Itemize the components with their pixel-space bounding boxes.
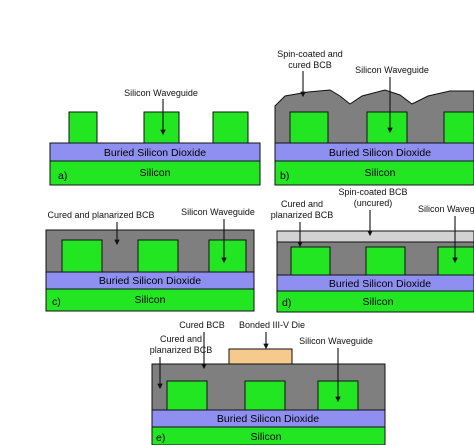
waveguide [208,239,247,273]
silicon-substrate [151,426,386,445]
uncured-bcb-layer [276,230,474,243]
waveguide [137,239,179,273]
die-callout: Bonded III-V Die [239,320,305,330]
bcb-callout-line2: planarized BCB [271,210,334,220]
bcb-callout-line2: cured BCB [288,60,332,70]
panel-tag: d) [282,297,291,309]
panel-d: Buried Silicon Dioxide Silicon d) Cured … [271,187,474,313]
silicon-substrate [49,160,261,186]
panel-b: Buried Silicon Dioxide Silicon b) Spin-c… [274,49,474,186]
uncured-callout-line2: (uncured) [354,198,393,208]
waveguide [443,111,474,144]
panel-e: Buried Silicon Dioxide Silicon e) Cured … [150,320,386,445]
panel-tag: a) [58,170,67,182]
panel-tag: e) [156,432,165,444]
silicon-label: Silicon [363,296,394,308]
silicon-label: Silicon [135,294,166,306]
silicon-label: Silicon [251,431,282,443]
bonded-die [228,348,293,365]
waveguide [212,111,249,144]
silicon-substrate [276,290,474,313]
waveguide [68,111,98,144]
waveguide-callout: Silicon Waveguide [181,207,255,217]
waveguide [289,111,329,144]
silicon-label: Silicon [365,167,396,179]
bcb-callout-line1: Cured and [160,334,202,344]
waveguide-callout: Silicon Waveguide [418,204,474,214]
bcb-callout-line1: Spin-coated and [277,49,343,59]
silicon-substrate [45,288,255,312]
panel-a: Buried Silicon Dioxide Silicon a) Silico… [49,88,261,186]
oxide-label: Buried Silicon Dioxide [104,147,206,159]
oxide-label: Buried Silicon Dioxide [329,147,431,159]
silicon-label: Silicon [140,167,171,179]
waveguide-callout: Silicon Waveguide [355,65,429,75]
waveguide [61,239,103,273]
panel-c: Buried Silicon Dioxide Silicon c) Cured … [45,207,255,312]
oxide-label: Buried Silicon Dioxide [329,278,431,290]
waveguide [437,246,474,276]
waveguide [366,111,408,144]
waveguide [166,380,208,411]
panel-tag: b) [280,170,289,182]
bcb-callout-line2: planarized BCB [150,345,213,355]
waveguide [365,246,406,276]
waveguide-callout: Silicon Waveguide [299,336,373,346]
uncured-callout-line1: Spin-coated BCB [338,187,407,197]
waveguide [244,380,286,411]
panel-tag: c) [52,296,61,308]
waveguide [143,111,180,144]
bcb-callout-line1: Cured and [281,199,323,209]
waveguide [290,246,331,276]
bcb-callout: Cured and planarized BCB [47,210,154,220]
silicon-substrate [274,160,474,186]
cured-bcb-callout: Cured BCB [179,320,225,330]
waveguide-callout: Silicon Waveguide [124,88,198,98]
oxide-label: Buried Silicon Dioxide [99,275,201,287]
oxide-label: Buried Silicon Dioxide [217,413,319,425]
